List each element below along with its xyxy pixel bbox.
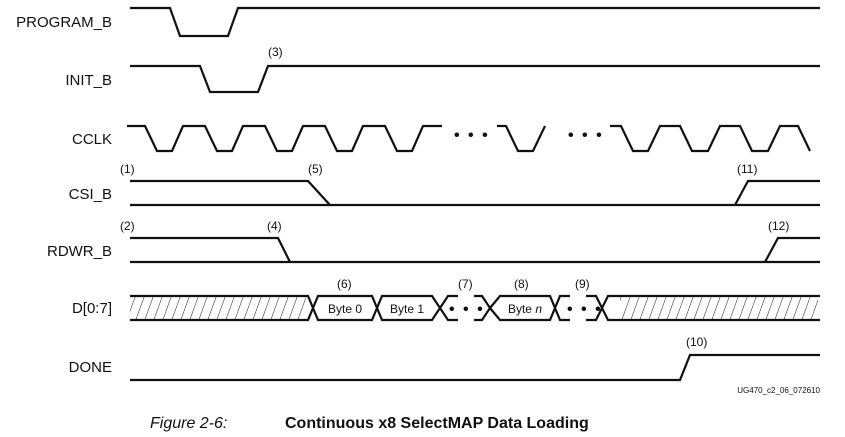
signal-label-csi-b: CSI_B (69, 186, 112, 203)
data-dont-care-hatch (130, 296, 306, 320)
note-8: (8) (514, 277, 529, 291)
note-1: (1) (120, 162, 135, 176)
signal-label-cclk: CCLK (72, 131, 112, 148)
note-7: (7) (458, 277, 473, 291)
caption-title: Continuous x8 SelectMAP Data Loading (285, 415, 589, 432)
data-bus-waveform (130, 294, 820, 322)
byte-n-label: Byte n (508, 302, 542, 316)
data-dont-care-hatch (620, 296, 818, 320)
rdwr-b-waveform (130, 236, 820, 264)
note-12: (12) (768, 219, 789, 233)
cclk-waveform (127, 124, 811, 153)
byte-0-label: Byte 0 (328, 302, 362, 316)
note-5: (5) (308, 162, 323, 176)
init-b-waveform (130, 64, 820, 94)
signal-label-done: DONE (69, 359, 112, 376)
data-ellipsis: • • • (449, 301, 485, 318)
note-2: (2) (120, 219, 135, 233)
byte-1-label: Byte 1 (390, 302, 424, 316)
caption-label: Figure 2-6: (150, 415, 227, 432)
csi-b-waveform (130, 179, 820, 207)
signal-label-data: D[0:7] (72, 300, 112, 317)
signal-label-program-b: PROGRAM_B (16, 14, 112, 31)
figure-id: UG470_c2_06_072610 (737, 386, 820, 395)
note-9: (9) (575, 277, 590, 291)
note-6: (6) (337, 277, 352, 291)
signal-label-init-b: INIT_B (65, 72, 112, 89)
signal-label-rdwr-b: RDWR_B (47, 243, 112, 260)
note-3: (3) (268, 45, 283, 59)
note-11: (11) (737, 162, 757, 176)
program-b-waveform (130, 6, 820, 38)
cclk-ellipsis: • • • (568, 127, 604, 144)
done-waveform (130, 353, 820, 382)
data-ellipsis: • • • (567, 301, 603, 318)
note-4: (4) (267, 219, 282, 233)
note-10: (10) (686, 335, 707, 349)
cclk-ellipsis: • • • (454, 127, 490, 144)
